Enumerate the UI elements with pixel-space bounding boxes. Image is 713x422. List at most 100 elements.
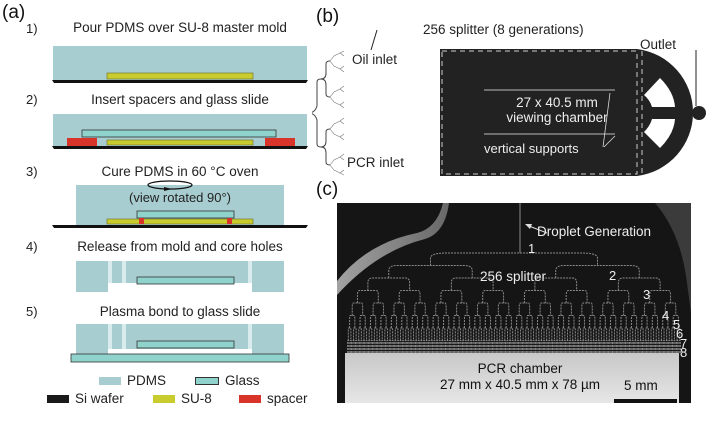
- splitter-branch: [665, 340, 668, 353]
- splitter-branch: [493, 327, 498, 341]
- splitter-branch: [463, 315, 471, 328]
- splitter-branch: [576, 340, 580, 353]
- splitter-tree: [347, 252, 681, 353]
- cored-hole: [248, 261, 252, 292]
- outlet-label: Outlet: [640, 37, 677, 52]
- chamber-dashed-outline: [441, 50, 638, 175]
- splitter-branch: [623, 302, 635, 316]
- splitter-branch: [530, 327, 535, 341]
- splitter-branch: [602, 302, 614, 316]
- splitter-branch: [428, 340, 431, 353]
- generation-8: 8: [680, 345, 688, 360]
- splitter-branch: [636, 340, 640, 353]
- splitter-branch: [358, 327, 362, 341]
- step-1-text: Pour PDMS over SU-8 master mold: [73, 20, 287, 35]
- splitter-branch: [643, 302, 656, 316]
- splitter-branch: [574, 340, 577, 353]
- splitter-branch: [467, 340, 470, 353]
- splitter-branch: [527, 340, 530, 353]
- splitter-branch: [456, 340, 460, 353]
- splitter-branch: [472, 340, 475, 353]
- splitter-branch: [525, 327, 529, 341]
- splitter-branch: [642, 340, 645, 353]
- splitter-branch: [443, 340, 447, 353]
- generation-4: 4: [662, 308, 670, 323]
- pdms-piece: [252, 324, 284, 354]
- splitter-branch: [629, 327, 634, 341]
- outlet-window-top: [644, 78, 675, 107]
- pcr-chamber-label: PCR chamber 27 mm x 40.5 mm x 78 µm: [400, 361, 640, 393]
- splitter-branch: [650, 327, 655, 341]
- supports-label: vertical supports: [484, 141, 579, 156]
- splitter-branch: [676, 327, 681, 341]
- splitter-branch: [613, 340, 616, 353]
- splitter-branch: [577, 327, 582, 341]
- splitter-branch: [558, 340, 561, 353]
- splitter-branch: [608, 327, 613, 341]
- splitter-branch: [399, 340, 402, 353]
- legend-si-wafer: Si wafer: [47, 391, 124, 406]
- splitter-branch: [571, 340, 574, 353]
- splitter-branch: [602, 340, 606, 353]
- step-2-text: Insert spacers and glass slide: [91, 92, 269, 107]
- splitter-branch: [662, 315, 669, 328]
- pdms-piece: [76, 261, 108, 292]
- splitter-branch: [548, 340, 551, 353]
- splitter-branch: [657, 340, 660, 353]
- splitter-branch: [430, 340, 433, 353]
- splitter-branch: [352, 340, 355, 353]
- splitter-branch: [524, 340, 527, 353]
- splitter-branch: [482, 290, 505, 303]
- splitter-branch: [498, 340, 501, 353]
- su8-swatch: [153, 395, 175, 404]
- glass-slide: [81, 129, 277, 138]
- si-wafer: [52, 80, 308, 83]
- pdms-piece: [112, 261, 122, 292]
- splitter-branch: [457, 327, 462, 341]
- splitter-branch: [572, 327, 576, 341]
- splitter-branch: [431, 327, 435, 341]
- spacer-right: [227, 218, 232, 224]
- splitter-branch: [634, 340, 637, 353]
- splitter-branch: [420, 340, 423, 353]
- splitter-branch: [422, 340, 426, 353]
- splitter-branch: [373, 327, 378, 341]
- droplet-generation-label: Droplet Generation: [537, 224, 652, 239]
- chamber-name: viewing chamber: [506, 110, 608, 125]
- splitter-label: 256 splitter (8 generations): [423, 22, 584, 37]
- splitter-branch: [666, 327, 670, 341]
- splitter-branch: [597, 340, 600, 353]
- splitter-branch: [490, 340, 493, 353]
- splitter-branch: [639, 340, 642, 353]
- splitter-branch: [568, 340, 572, 353]
- splitter-tree: [312, 60, 331, 166]
- splitter-branch: [634, 327, 639, 341]
- su8-layer: [106, 72, 254, 80]
- pdms-piece: [112, 324, 122, 354]
- splitter-branch: [508, 340, 512, 353]
- splitter-branch: [356, 290, 379, 303]
- splitter-branch: [381, 340, 384, 353]
- splitter-branch: [628, 340, 632, 353]
- glass-swatch: [195, 377, 219, 386]
- splitter-branch: [488, 327, 493, 341]
- pdms-piece: [252, 261, 284, 292]
- step-4-diagram: [76, 261, 284, 292]
- splitter-branch: [542, 340, 546, 353]
- splitter-branch: [499, 327, 503, 341]
- splitter-branch: [568, 315, 575, 328]
- legend-glass: Glass: [195, 373, 260, 388]
- step-4-text: Release from mold and core holes: [77, 239, 283, 254]
- splitter-branch: [454, 340, 457, 353]
- splitter-branch: [553, 340, 556, 353]
- splitter-branch: [529, 340, 533, 353]
- splitter-branch: [436, 327, 441, 341]
- splitter-branch: [475, 340, 478, 353]
- splitter-branch: [398, 290, 421, 303]
- splitter-branch: [384, 327, 388, 341]
- glass-slide: [136, 210, 235, 219]
- splitter-branch: [452, 327, 456, 341]
- splitter-branch: [640, 327, 644, 341]
- si-wafer: [52, 146, 308, 149]
- splitter-branch: [485, 340, 488, 353]
